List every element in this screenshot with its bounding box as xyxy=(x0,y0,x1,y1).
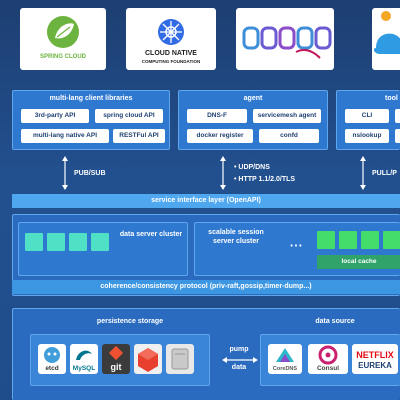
udp-dns-arrow xyxy=(220,156,226,190)
server-square xyxy=(47,233,65,251)
disk-icon xyxy=(171,348,189,370)
mysql-dolphin-icon xyxy=(76,350,92,360)
cache-square xyxy=(383,231,400,249)
agent-panel: agent DNS-F servicemesh agent docker reg… xyxy=(178,90,328,150)
pull-label: PULL/P xyxy=(372,170,397,177)
etcd-tile: etcd xyxy=(38,344,66,374)
docker-register-chip: docker register xyxy=(187,129,253,143)
cncf-caption: CLOUD NATIVE xyxy=(145,50,197,57)
eureka-tile: NETFLIX EUREKA xyxy=(352,344,398,374)
servicemesh-agent-chip: servicemesh agent xyxy=(253,109,321,123)
pub-sub-arrow xyxy=(62,156,68,190)
coredns-tile: CoreDNS xyxy=(268,344,302,374)
hbase-cube-icon xyxy=(138,348,158,372)
udp-dns-text: UDP/DNS xyxy=(238,164,270,171)
multi-lang-native-api-chip: multi-lang native API xyxy=(21,129,109,143)
cli-chip: CLI xyxy=(345,109,389,123)
eureka-caption: EUREKA xyxy=(358,361,392,370)
coherence-band: coherence/consistency protocol (priv-raf… xyxy=(12,280,400,294)
data-label: data xyxy=(231,364,247,371)
git-tile: git xyxy=(102,344,130,374)
netflix-caption: NETFLIX xyxy=(356,350,394,360)
dns-f-chip: DNS-F xyxy=(187,109,247,123)
agent-title: agent xyxy=(243,95,263,102)
dubbo-logo xyxy=(236,8,334,70)
coredns-icon xyxy=(276,348,294,362)
pump-label: pump xyxy=(229,346,249,353)
server-square xyxy=(25,233,43,251)
dubbo-icon xyxy=(242,26,332,59)
coredns-caption: CoreDNS xyxy=(272,366,298,372)
git-caption: git xyxy=(110,362,122,372)
session-server-cluster-panel: scalable session server cluster • • • lo… xyxy=(194,222,400,276)
server-square xyxy=(69,233,87,251)
tools-chip-partial-2 xyxy=(395,129,400,143)
cache-square xyxy=(339,231,357,249)
disk-tile xyxy=(166,344,194,374)
partial-logo-icon xyxy=(373,11,400,54)
cache-square xyxy=(361,231,379,249)
tools-chip-partial xyxy=(395,109,400,123)
http-label: • HTTP 1.1/2.0/TLS xyxy=(234,176,296,183)
logos-row: SPRING CLOUD CLOUD NATIVE COMPUTING FOUN… xyxy=(0,0,400,78)
tools-panel: tool CLI nslookup xyxy=(336,90,400,150)
git-icon xyxy=(108,345,124,361)
consul-tile: Consul xyxy=(308,344,348,374)
data-source-title: data source xyxy=(315,318,355,325)
client-libraries-title: multi-lang client libraries xyxy=(49,95,133,102)
third-party-api-chip: 3rd-party API xyxy=(21,109,89,123)
spring-cloud-caption: SPRING CLOUD xyxy=(39,54,86,60)
pump-data-arrow xyxy=(222,357,258,363)
spring-cloud-logo: SPRING CLOUD xyxy=(20,8,106,70)
cache-square xyxy=(317,231,335,249)
server-square xyxy=(91,233,109,251)
udp-dns-label: • UDP/DNS xyxy=(234,164,270,171)
etcd-caption: etcd xyxy=(45,365,59,372)
helm-wheel-icon xyxy=(158,19,184,45)
http-text: HTTP 1.1/2.0/TLS xyxy=(238,176,296,183)
etcd-icon xyxy=(44,347,60,363)
mysql-caption: MySQL xyxy=(72,365,96,372)
partial-logo xyxy=(372,8,400,70)
data-server-cluster-label: data server cluster xyxy=(119,231,183,238)
tools-title: tool xyxy=(385,95,398,102)
consul-caption: Consul xyxy=(316,365,340,372)
session-server-cluster-label: scalable session server cluster xyxy=(208,229,264,245)
nslookup-chip: nslookup xyxy=(345,129,389,143)
service-interface-band: service interface layer (OpenAPI) xyxy=(12,194,400,208)
cncf-subcaption: COMPUTING FOUNDATION xyxy=(141,59,201,64)
data-server-cluster-panel: data server cluster xyxy=(18,222,188,276)
pub-sub-label: PUB/SUB xyxy=(74,170,106,177)
client-libraries-panel: multi-lang client libraries 3rd-party AP… xyxy=(12,90,170,150)
cluster-ellipsis: • • • xyxy=(290,243,302,250)
consul-icon xyxy=(318,345,338,365)
spring-cloud-api-chip: spring cloud API xyxy=(95,109,163,123)
cncf-logo: CLOUD NATIVE COMPUTING FOUNDATION xyxy=(126,8,216,70)
pull-arrow xyxy=(360,156,366,190)
restful-api-chip: RESTFul API xyxy=(113,129,165,143)
mysql-tile: MySQL xyxy=(70,344,98,374)
confd-chip: confd xyxy=(259,129,319,143)
hbase-tile xyxy=(134,344,162,374)
local-cache-bar: local cache xyxy=(317,255,400,269)
persistence-storage-title: persistence storage xyxy=(96,318,164,325)
spring-leaf-icon xyxy=(47,16,79,48)
